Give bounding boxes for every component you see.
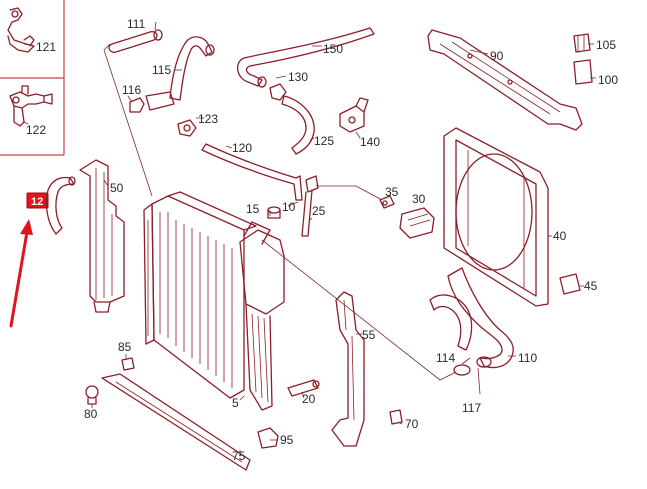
label-30: 30 (412, 192, 426, 206)
label-45: 45 (584, 279, 598, 293)
part-115-hose (169, 36, 215, 101)
part-105-clip (573, 33, 591, 53)
part-130-clamp (269, 83, 287, 101)
label-121: 121 (36, 40, 56, 54)
highlight-callout[interactable]: 12 (26, 192, 49, 209)
part-20-sensor (287, 379, 320, 397)
part-55-air-guide (331, 291, 365, 447)
part-12-hose[interactable] (45, 176, 76, 235)
label-25: 25 (312, 204, 326, 218)
label-115: 115 (152, 63, 171, 77)
part-40-fan-shroud (443, 127, 549, 307)
part-70-clip (389, 409, 403, 425)
part-90-crossmember (427, 29, 583, 131)
label-40: 40 (553, 229, 567, 243)
part-100-pad (573, 59, 593, 85)
part-110-hose (429, 267, 514, 369)
label-75: 75 (232, 449, 246, 463)
part-150-hose (237, 27, 375, 88)
label-5: 5 (232, 396, 239, 410)
part-5-radiator (143, 191, 257, 399)
part-114-clamp (453, 364, 471, 376)
part-85-clip (121, 357, 135, 371)
part-75-seal-strip (101, 373, 251, 471)
label-85: 85 (118, 340, 132, 354)
label-50: 50 (110, 181, 124, 195)
label-110: 110 (518, 351, 537, 365)
part-80-bolt (85, 385, 99, 405)
label-111: 111 (127, 17, 146, 31)
pointer-arrow (9, 219, 33, 328)
part-125-hose (281, 95, 315, 155)
part-123-clamp (177, 119, 197, 137)
label-116: 116 (122, 83, 141, 97)
label-80: 80 (84, 407, 98, 421)
label-120: 120 (232, 141, 252, 155)
label-125: 125 (314, 134, 334, 148)
highlight-label: 12 (31, 196, 43, 208)
part-50-air-guide (79, 159, 125, 313)
label-122: 122 (26, 123, 46, 137)
label-20: 20 (302, 392, 316, 406)
part-35-bolt (379, 195, 395, 209)
label-123: 123 (198, 112, 218, 126)
label-95: 95 (280, 433, 294, 447)
part-111-hose (108, 29, 163, 53)
leader-lines (23, 21, 596, 456)
part-95-mount (257, 427, 279, 449)
part-45-clip (559, 273, 581, 295)
label-114: 114 (436, 351, 455, 365)
label-55: 55 (362, 328, 376, 342)
part-labels: 111 150 90 105 100 121 122 115 130 116 1… (26, 17, 618, 463)
label-130: 130 (288, 70, 308, 84)
part-122-fitting (9, 85, 53, 127)
label-70: 70 (405, 417, 419, 431)
part-25-sensor (301, 175, 319, 237)
label-117: 117 (462, 401, 481, 415)
part-140-valve (339, 97, 369, 133)
label-140: 140 (360, 135, 380, 149)
label-150: 150 (323, 42, 343, 56)
part-121-clamp (7, 7, 35, 53)
part-117-clamp (476, 356, 492, 368)
label-100: 100 (598, 73, 618, 87)
label-35: 35 (385, 185, 399, 199)
part-116-clamp (129, 91, 175, 113)
part-30-connector (399, 207, 435, 239)
part-15-tank (239, 206, 285, 411)
part-120-pipe (201, 143, 303, 201)
label-105: 105 (596, 38, 616, 52)
inset-panel (0, 0, 65, 156)
label-10: 10 (282, 200, 296, 214)
label-15: 15 (246, 202, 260, 216)
label-90: 90 (490, 49, 504, 63)
